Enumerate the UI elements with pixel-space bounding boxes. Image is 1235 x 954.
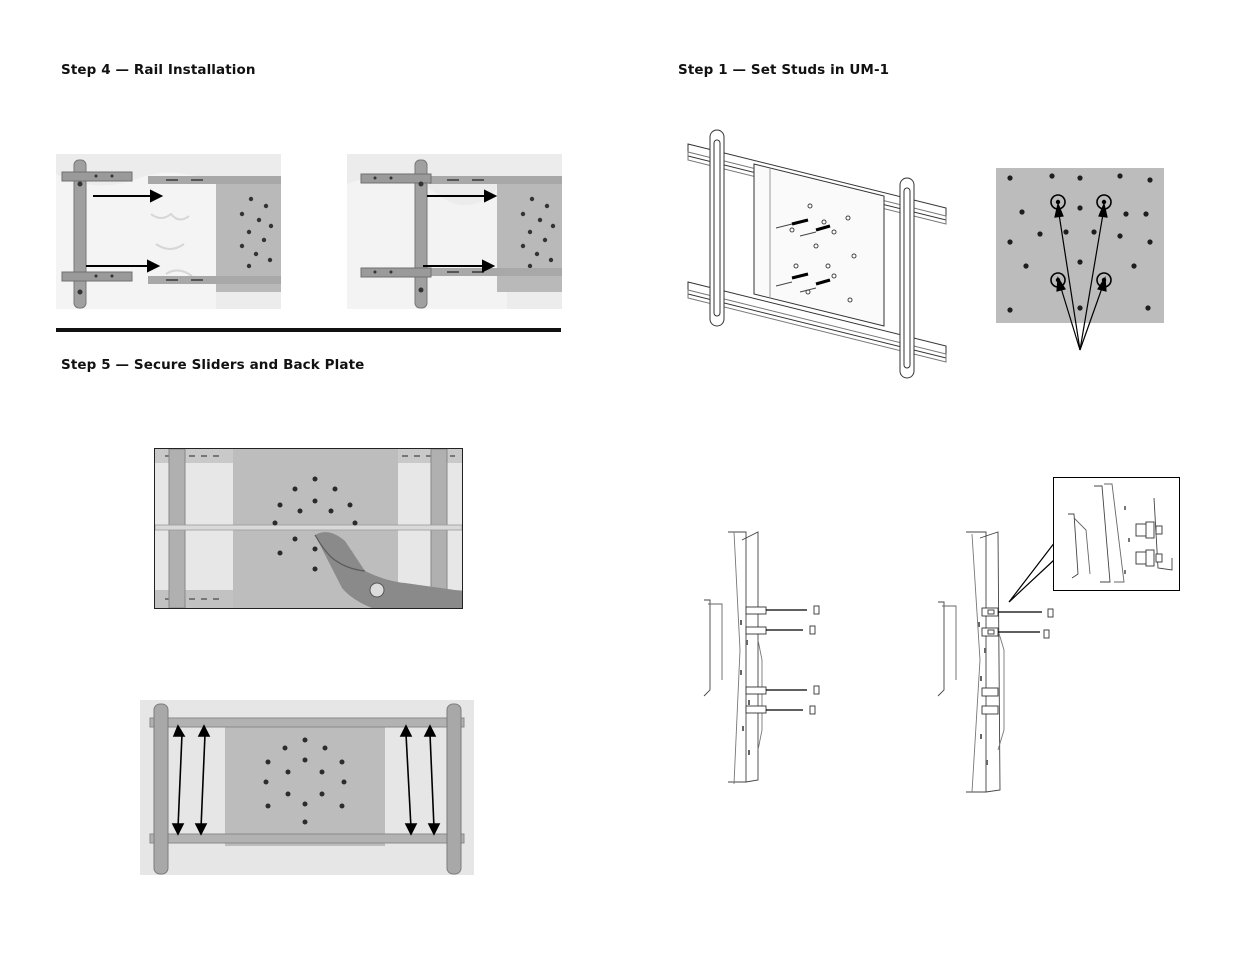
mount-drawing	[684, 126, 949, 380]
step5-photo-a	[154, 448, 463, 609]
callout-pointer	[1005, 540, 1065, 606]
back-plate-photo	[996, 168, 1164, 323]
step4-photo-a	[56, 154, 281, 309]
converging-arrows	[1040, 190, 1130, 355]
step5-heading: Step 5 — Secure Sliders and Back Plate	[61, 357, 365, 373]
step5-photo-b	[140, 700, 474, 875]
side-view-drawing-a	[700, 530, 830, 786]
side-view-drawing-b	[936, 530, 1062, 794]
step4-photo-b	[347, 154, 562, 309]
callout-zoom-box	[1053, 477, 1180, 591]
step4-heading: Step 4 — Rail Installation	[61, 62, 256, 78]
step1-heading: Step 1 — Set Studs in UM-1	[678, 62, 890, 78]
section-divider	[56, 328, 561, 332]
